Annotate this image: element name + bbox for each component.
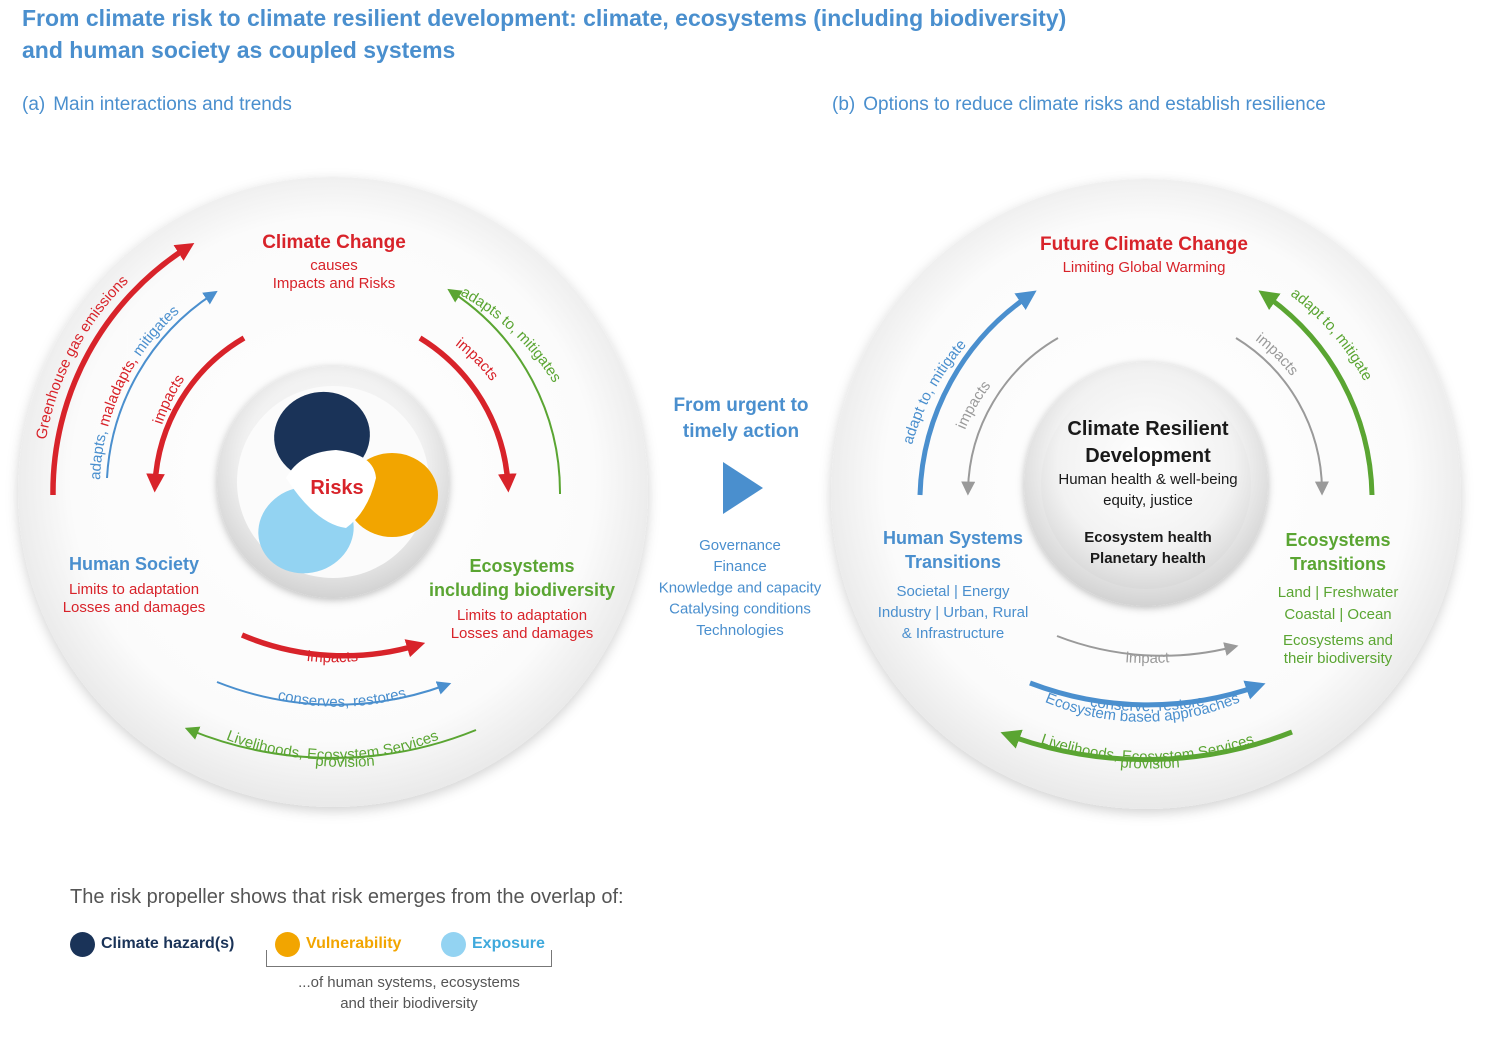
crd-line-2: equity, justice <box>1103 492 1193 509</box>
panel-a-title: Main interactions and trends <box>53 94 292 115</box>
est-title-1: Ecosystems <box>1285 530 1390 550</box>
key-note-line-1: ...of human systems, ecosystems <box>298 974 520 991</box>
enabler-item: Knowledge and capacity <box>659 579 822 596</box>
human-society-line-2: Losses and damages <box>63 599 206 616</box>
label-conserve-restore: conserve, restore <box>1089 693 1206 716</box>
risks-label: Risks <box>310 477 363 499</box>
hst-title-1: Human Systems <box>883 528 1023 548</box>
arrow-eco-adapts <box>447 288 562 495</box>
transition-heading-1: From urgent to <box>673 395 808 416</box>
climate-change-line-1: causes <box>310 257 358 274</box>
transition-heading-2: timely action <box>683 421 799 442</box>
crd-title-1: Climate Resilient <box>1067 418 1229 440</box>
figure-title: From climate risk to climate resilient d… <box>22 2 1222 66</box>
arrow-conserve-restore <box>1029 680 1266 708</box>
label-provision-b: provision <box>1120 754 1181 772</box>
hst-line-1: Societal | Energy <box>896 583 1010 600</box>
label-impact-bottom-b: impact <box>1125 649 1171 667</box>
arrow-conserves-restores <box>216 681 452 706</box>
key-bracket <box>266 950 552 967</box>
arrow-impact-bottom-b <box>1056 635 1239 657</box>
enabler-item: Finance <box>713 558 766 575</box>
human-society-line-1: Limits to adaptation <box>69 581 199 598</box>
arrow-impacts-human <box>146 335 246 493</box>
arrow-impacts-eco-b <box>1235 337 1329 496</box>
panel-a-letter: (a) <box>22 94 46 115</box>
key-caption: The risk propeller shows that risk emerg… <box>70 886 624 908</box>
arrow-provision-b <box>1000 729 1293 763</box>
est-line-2: Coastal | Ocean <box>1284 606 1391 623</box>
ecosystems-line-1: Limits to adaptation <box>457 607 587 624</box>
figure-title-line-2: and human society as coupled systems <box>22 37 456 63</box>
human-society-title: Human Society <box>69 554 199 574</box>
crd-bold-2: Planetary health <box>1090 550 1206 567</box>
hst-title-2: Transitions <box>905 552 1001 572</box>
enabler-item: Technologies <box>696 622 784 639</box>
panel-b-diagram: Climate Resilient Development Human heal… <box>831 179 1461 809</box>
panel-a-diagram: Risks Greenhouse gas emissions adapts, m… <box>18 177 648 807</box>
arrow-provision <box>184 726 477 759</box>
future-climate-line-1: Limiting Global Warming <box>1063 259 1226 276</box>
ecosystems-title-2: including biodiversity <box>429 580 615 600</box>
label-provision: provision <box>315 753 376 771</box>
enabler-item: Catalysing conditions <box>669 601 811 618</box>
crd-line-1: Human health & well-being <box>1058 471 1237 488</box>
climate-change-title: Climate Change <box>262 232 406 253</box>
vulnerability-dot-icon <box>275 931 300 957</box>
hst-line-2: Industry | Urban, Rural <box>878 604 1029 621</box>
ecosystems-title-1: Ecosystems <box>469 556 574 576</box>
est-line-3: Ecosystems and <box>1283 632 1393 649</box>
crd-bold-1: Ecosystem health <box>1084 529 1212 546</box>
enabler-item: Governance <box>699 537 781 554</box>
panel-b-inner-disc <box>1041 379 1251 589</box>
key-note-line-2: and their biodiversity <box>340 995 478 1012</box>
est-title-2: Transitions <box>1290 554 1386 574</box>
figure-title-line-1: From climate risk to climate resilient d… <box>22 5 1067 31</box>
arrow-impacts-eco <box>418 335 517 493</box>
arrow-impacts-bottom <box>240 632 426 659</box>
arrow-adapt-mitigate-eco <box>1258 290 1375 496</box>
est-line-1: Land | Freshwater <box>1278 584 1399 601</box>
exposure-dot-icon <box>441 931 466 957</box>
est-line-4: their biodiversity <box>1284 650 1393 667</box>
key-exposure: Exposure <box>441 931 545 957</box>
arrow-impacts-human-b <box>961 337 1059 496</box>
arrow-adapt-mitigate-human <box>917 290 1037 496</box>
label-impacts-bottom: impacts <box>306 648 358 666</box>
transition-arrow-icon <box>723 462 763 514</box>
panel-b-letter: (b) <box>832 94 856 115</box>
transition-section: From urgent to timely action GovernanceF… <box>659 395 822 639</box>
key-vulnerability-label: Vulnerability <box>306 935 402 952</box>
key-hazard-label: Climate hazard(s) <box>101 935 235 952</box>
climate-change-line-2: Impacts and Risks <box>273 275 396 292</box>
arrow-ghg-emissions <box>50 242 195 496</box>
key-note: ...of human systems, ecosystems and thei… <box>278 972 540 1014</box>
crd-title-2: Development <box>1085 445 1211 467</box>
propeller-overlap <box>286 450 376 528</box>
key-vulnerability: Vulnerability <box>275 931 401 957</box>
arrow-adapts-mitigates <box>106 290 218 479</box>
ecosystems-line-2: Losses and damages <box>451 625 594 642</box>
panel-b-heading: (b) Options to reduce climate risks and e… <box>832 94 1326 116</box>
hst-line-3: & Infrastructure <box>902 625 1005 642</box>
panel-a-heading: (a) Main interactions and trends <box>22 94 292 116</box>
panel-b-title: Options to reduce climate risks and esta… <box>863 94 1326 115</box>
risk-propeller: Risks <box>258 391 438 574</box>
key-hazard: Climate hazard(s) <box>70 931 234 957</box>
hazard-dot-icon <box>70 931 95 957</box>
future-climate-title: Future Climate Change <box>1040 234 1248 255</box>
key-exposure-label: Exposure <box>472 935 545 952</box>
